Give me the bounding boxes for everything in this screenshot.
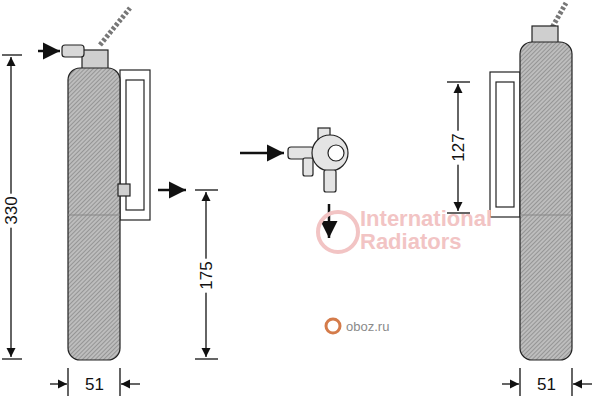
dimension-value: 51 (82, 375, 107, 394)
dimension-value: 175 (197, 258, 216, 292)
dimension-value: 51 (534, 375, 559, 394)
dimension-value: 330 (2, 193, 21, 227)
watermark: oboz.ru (346, 320, 389, 333)
dimension-value: 127 (449, 130, 468, 164)
watermark: International Radiators (360, 207, 530, 253)
